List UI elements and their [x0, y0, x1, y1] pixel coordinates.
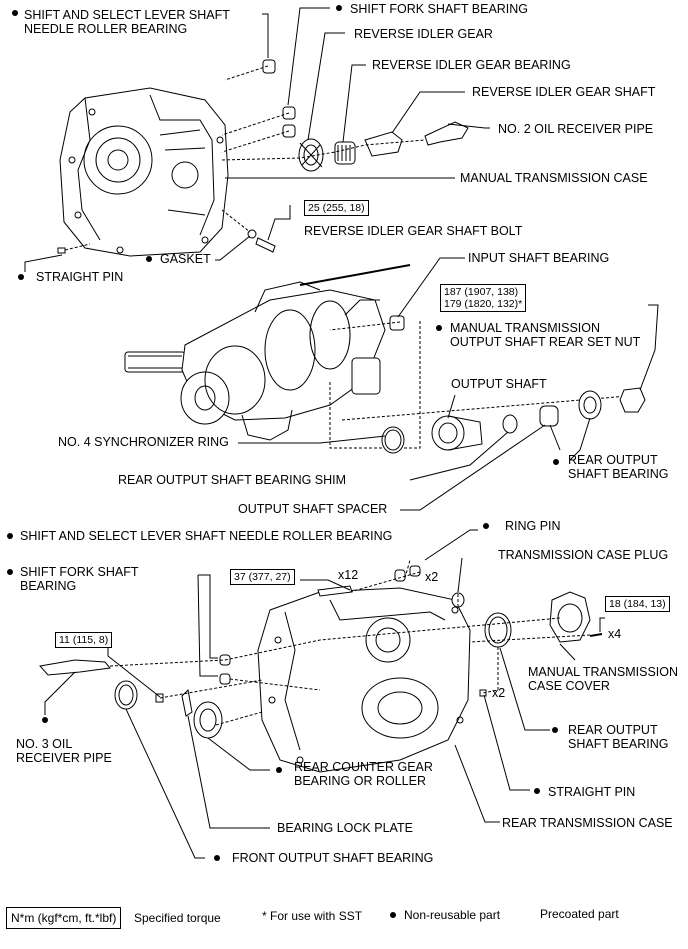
- multiplier-ring-pin: x2: [425, 570, 439, 584]
- rear-set-nut-drawing: [619, 387, 646, 413]
- label-shift-select-needle-top: SHIFT AND SELECT LEVER SHAFT NEEDLE ROLL…: [24, 8, 230, 36]
- torque-rear-set-nut: 187 (1907, 138) 179 (1820, 132)*: [440, 284, 527, 312]
- label-ring-pin: RING PIN: [505, 519, 561, 533]
- non-reusable-dot: [12, 10, 18, 16]
- legend-precoated: Precoated part: [540, 907, 619, 921]
- non-reusable-dot: [146, 256, 152, 262]
- label-front-output-shaft-bearing: FRONT OUTPUT SHAFT BEARING: [232, 851, 434, 865]
- multiplier-case-cover-bolts: x4: [608, 627, 622, 641]
- non-reusable-dot: [7, 533, 13, 539]
- label-rear-output-shaft-bearing-shim: REAR OUTPUT SHAFT BEARING SHIM: [118, 473, 347, 487]
- label-rear-counter-gear-bearing: REAR COUNTER GEAR BEARING OR ROLLER: [294, 760, 433, 788]
- label-shift-fork-shaft-bearing-top: SHIFT FORK SHAFT BEARING: [350, 2, 529, 16]
- label-transmission-case-plug: TRANSMISSION CASE PLUG: [498, 548, 669, 562]
- manual-transmission-case-drawing: [59, 87, 229, 257]
- torque-case-cover-bolts: 18 (184, 13): [605, 596, 670, 612]
- torque-case-bolts: 37 (377, 27): [230, 569, 295, 585]
- label-output-shaft-spacer: OUTPUT SHAFT SPACER: [238, 502, 388, 516]
- transmission-gear-assembly-drawing: [124, 264, 411, 441]
- label-no3-oil-receiver-pipe: NO. 3 OIL RECEIVER PIPE: [16, 737, 112, 765]
- output-shaft-drawing: [431, 415, 483, 451]
- no3-pipe-drawing: [39, 659, 111, 676]
- non-reusable-dot: [214, 855, 220, 861]
- label-straight-pin-top: STRAIGHT PIN: [36, 270, 124, 284]
- label-reverse-idler-gear-bearing: REVERSE IDLER GEAR BEARING: [372, 58, 571, 72]
- label-straight-pin-bottom: STRAIGHT PIN: [548, 785, 636, 799]
- label-reverse-idler-gear-shaft-bolt: REVERSE IDLER GEAR SHAFT BOLT: [304, 224, 523, 238]
- label-input-shaft-bearing: INPUT SHAFT BEARING: [468, 251, 610, 265]
- non-reusable-dot: [552, 727, 558, 733]
- label-rear-output-shaft-bearing-bottom: REAR OUTPUT SHAFT BEARING: [568, 723, 669, 751]
- non-reusable-dot: [534, 788, 540, 794]
- non-reusable-dot: [18, 274, 24, 280]
- label-output-shaft: OUTPUT SHAFT: [451, 377, 547, 391]
- torque-oil-pipe-bolt: 11 (115, 8): [55, 632, 113, 648]
- idler-shaft-drawing: [364, 131, 403, 157]
- legend-torque-unit: N*m (kgf*cm, ft.*lbf): [6, 907, 122, 929]
- torque-reverse-idler-bolt: 25 (255, 18): [304, 200, 369, 216]
- non-reusable-dot: [276, 767, 282, 773]
- legend-non-reusable-dot: [390, 912, 396, 918]
- case-cover-drawing: [549, 591, 591, 643]
- no2-pipe-drawing: [424, 121, 469, 146]
- needle-bearing-top-drawing: [262, 59, 276, 74]
- label-no2-oil-receiver-pipe: NO. 2 OIL RECEIVER PIPE: [498, 122, 654, 136]
- legend-non-reusable: Non-reusable part: [404, 908, 501, 922]
- label-bearing-lock-plate: BEARING LOCK PLATE: [277, 821, 413, 835]
- label-rear-transmission-case: REAR TRANSMISSION CASE: [502, 816, 673, 830]
- rear-transmission-case-drawing: [257, 587, 471, 773]
- non-reusable-dot: [336, 5, 342, 11]
- label-manual-transmission-case: MANUAL TRANSMISSION CASE: [460, 171, 648, 185]
- label-gasket: GASKET: [160, 252, 211, 266]
- label-reverse-idler-gear: REVERSE IDLER GEAR: [354, 27, 493, 41]
- non-reusable-dot: [42, 717, 48, 723]
- legend-specified-torque: Specified torque: [134, 911, 221, 925]
- label-rear-output-shaft-bearing-top: REAR OUTPUT SHAFT BEARING: [568, 453, 669, 481]
- label-shift-fork-shaft-bearing-bottom: SHIFT FORK SHAFT BEARING: [20, 565, 139, 593]
- label-output-shaft-rear-set-nut: MANUAL TRANSMISSION OUTPUT SHAFT REAR SE…: [450, 321, 641, 349]
- non-reusable-dot: [436, 325, 442, 331]
- non-reusable-dot: [7, 569, 13, 575]
- non-reusable-dot: [483, 523, 489, 529]
- legend-sst-note: * For use with SST: [262, 909, 363, 923]
- multiplier-case-bolts: x12: [338, 568, 359, 582]
- non-reusable-dot: [553, 459, 559, 465]
- label-no4-synchronizer-ring: NO. 4 SYNCHRONIZER RING: [58, 435, 229, 449]
- label-shift-select-needle-bottom: SHIFT AND SELECT LEVER SHAFT NEEDLE ROLL…: [20, 529, 393, 543]
- label-reverse-idler-gear-shaft: REVERSE IDLER GEAR SHAFT: [472, 85, 656, 99]
- multiplier-straight-pin: x2: [492, 686, 506, 700]
- label-manual-transmission-case-cover: MANUAL TRANSMISSION CASE COVER: [528, 665, 679, 693]
